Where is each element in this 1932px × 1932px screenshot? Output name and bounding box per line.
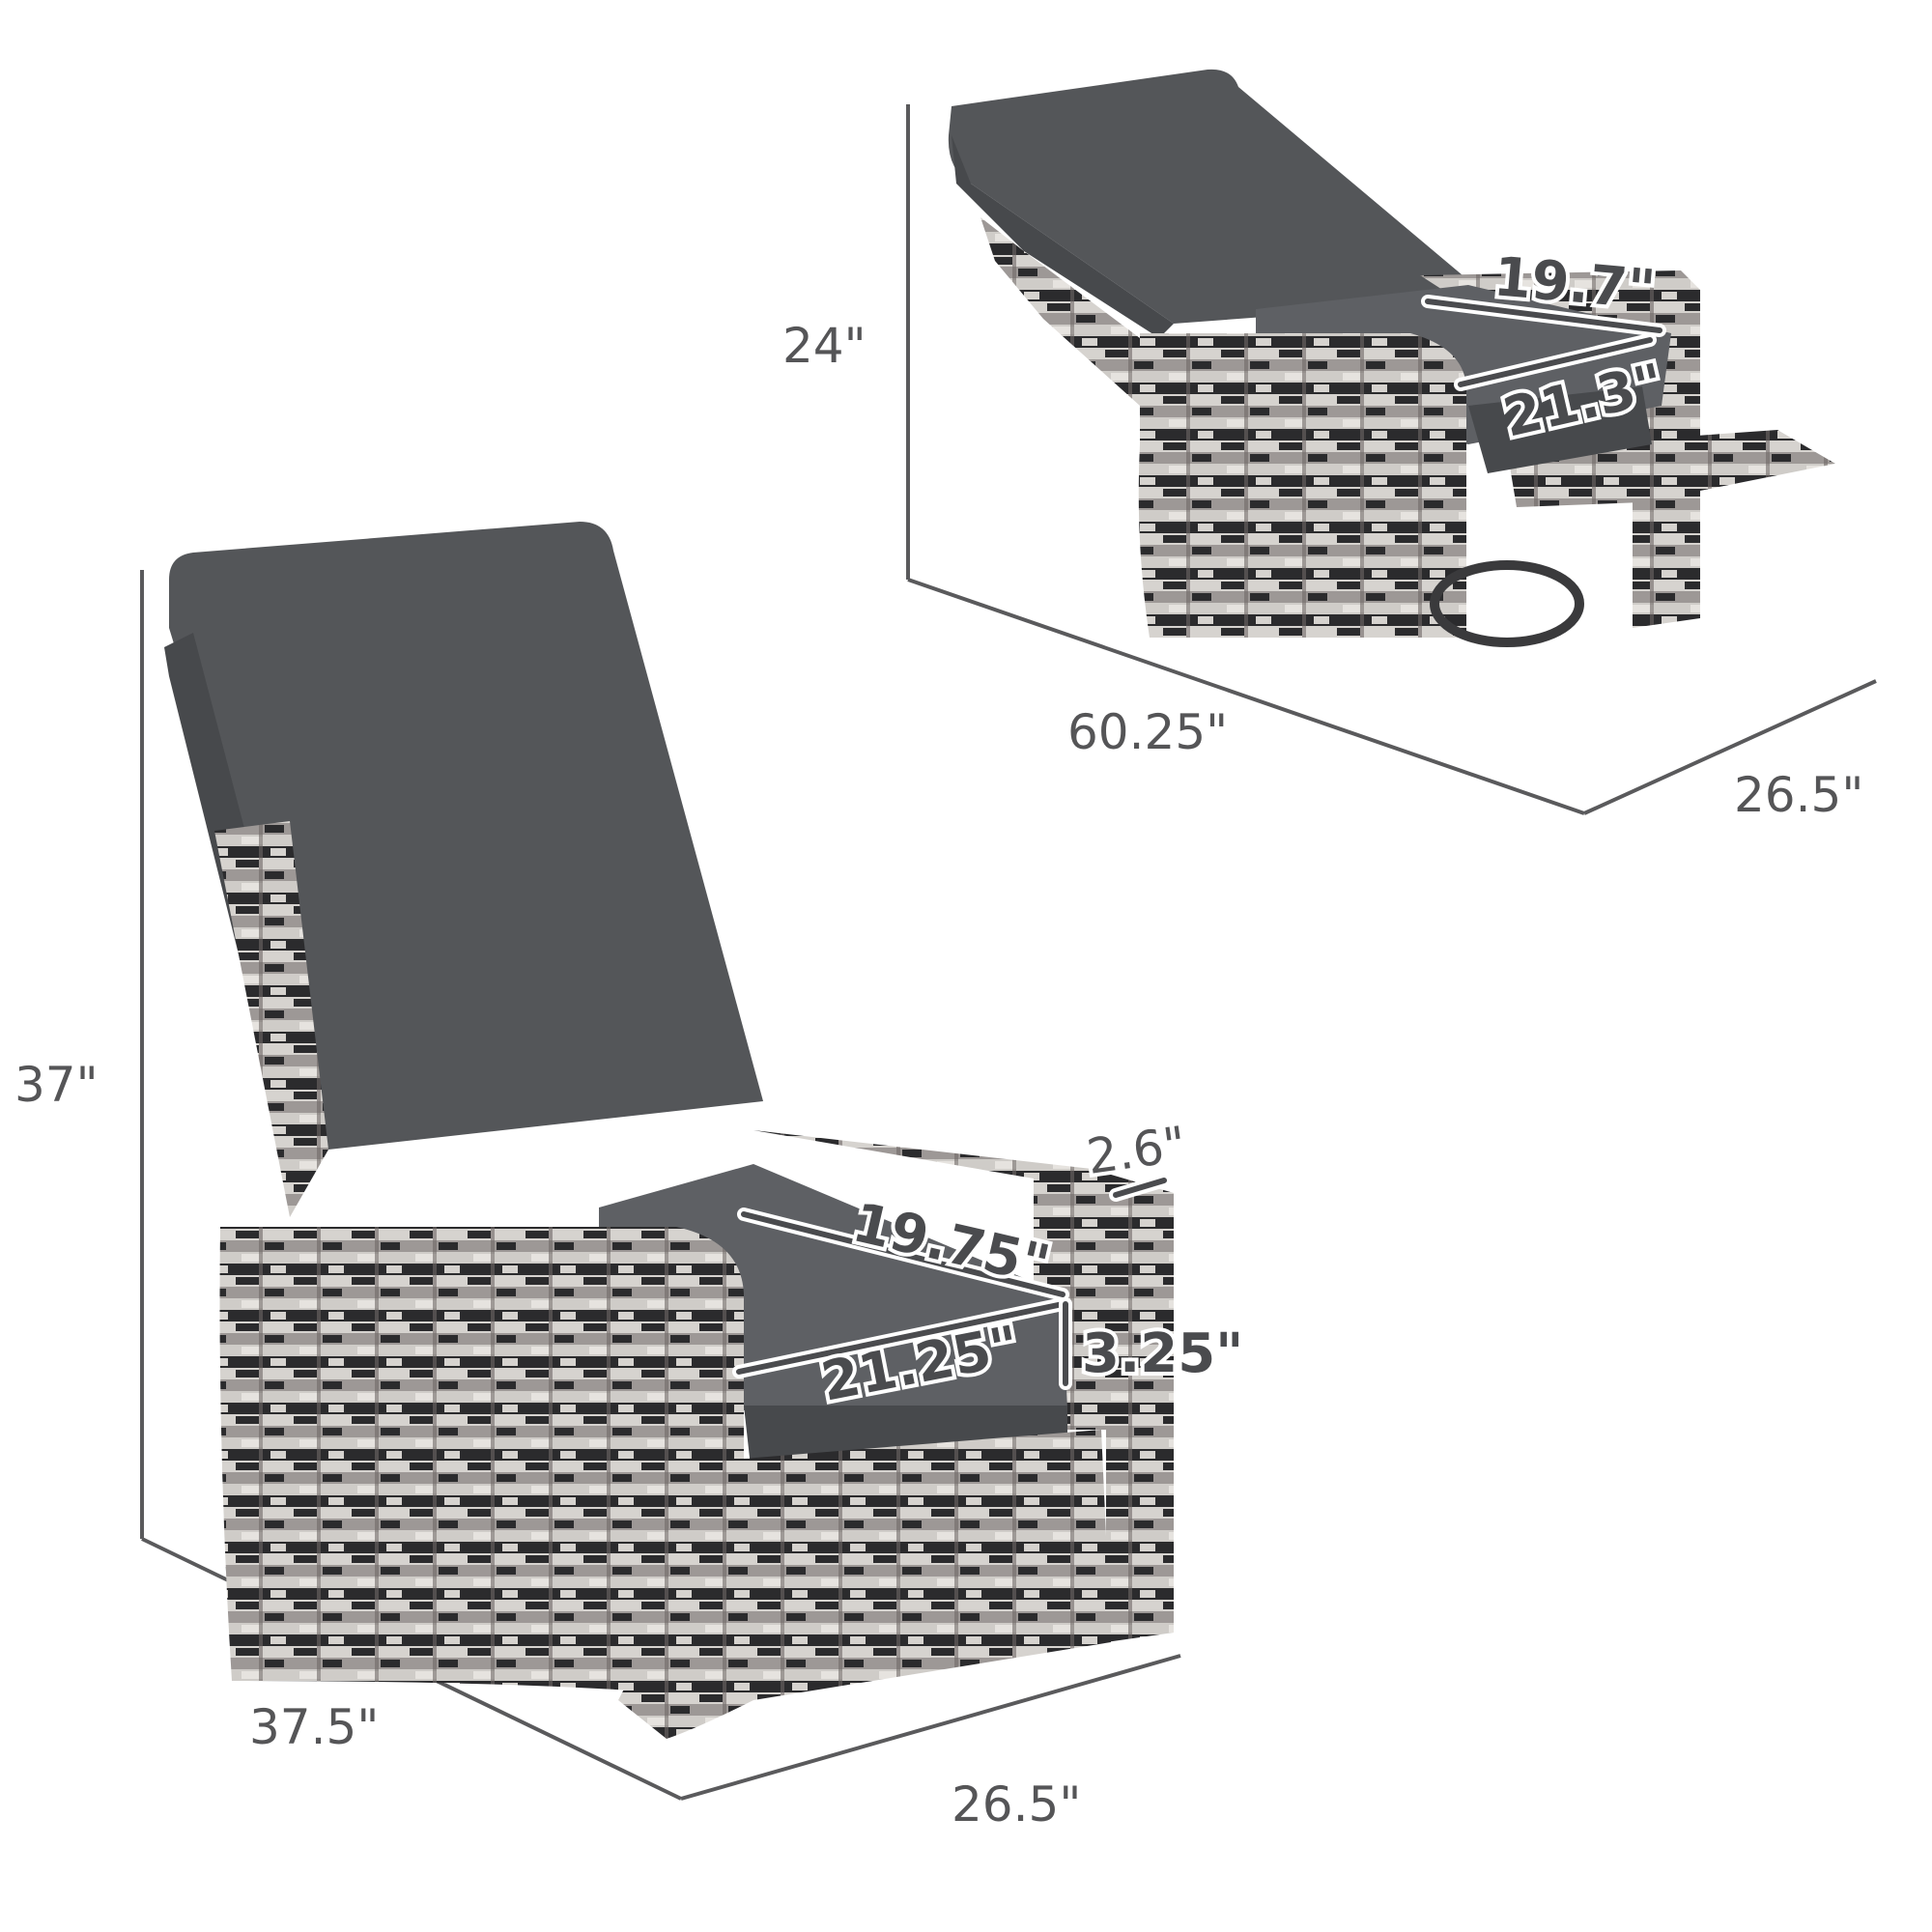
upright-width-label: 26.5": [952, 1776, 1081, 1833]
reclined-seat-depth-label: 19.7": [1492, 245, 1658, 322]
reclined-backrest-cushion: [948, 69, 1468, 325]
upright-armrest-width-label: 2.6": [1084, 1116, 1190, 1185]
upright-backrest-cushion: [169, 522, 763, 1150]
reclined-leg-cushion: [1468, 386, 1652, 473]
reclined-swivel-base: [1430, 560, 1584, 647]
reclined-height-label: 24": [782, 318, 867, 374]
width-dimension-line: [680, 1654, 1181, 1801]
reclined-left-armrest: [1138, 333, 1466, 638]
reclined-width-label: 26.5": [1734, 767, 1863, 823]
upright-cushion-thickness-label: 3.25": [1082, 1322, 1243, 1385]
upright-left-armrest: [219, 1227, 744, 1700]
upright-right-armrest: [753, 1130, 1174, 1642]
upright-depth-label: 37.5": [249, 1699, 379, 1755]
reclined-back-wicker: [980, 217, 1140, 406]
reclined-view: 19.7" 21.3" 24" 60.25" 26.5": [782, 69, 1877, 823]
reclined-length-label: 60.25": [1067, 704, 1228, 760]
reclined-backrest-edge: [952, 135, 1174, 338]
upright-height-label: 37": [14, 1057, 99, 1113]
upright-view: 19.75" 21.25" 3.25" 2.6" 37" 37.5" 26.5": [14, 522, 1247, 1833]
width-dimension-line: [1583, 679, 1877, 815]
length-dimension-line: [907, 578, 1585, 815]
upright-back-wicker: [214, 821, 328, 1217]
